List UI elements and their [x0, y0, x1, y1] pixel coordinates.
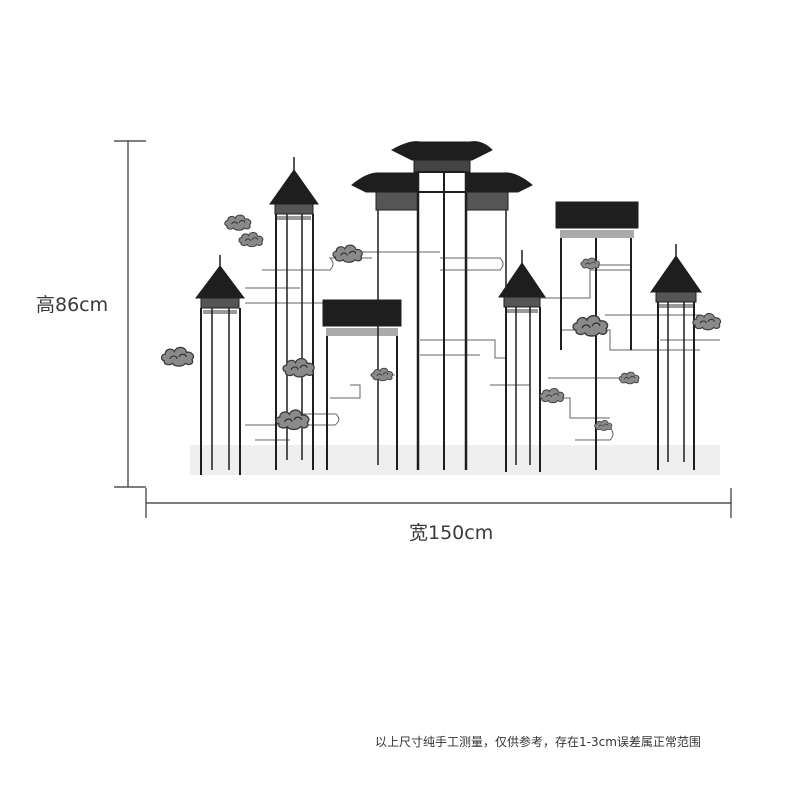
auspicious-cloud-icon — [224, 214, 252, 231]
pavilion-icon — [650, 244, 702, 470]
measurement-note: 以上尺寸纯手工测量，仅供参考，存在1-3cm误差属正常范围 — [375, 735, 701, 749]
archway-gate-icon — [351, 141, 533, 470]
auspicious-cloud-icon — [238, 232, 264, 248]
width-label: 宽150cm — [409, 522, 494, 544]
auspicious-cloud-icon — [275, 409, 310, 431]
auspicious-cloud-icon — [332, 244, 363, 263]
reflection-shadow — [190, 445, 720, 475]
height-dimension-line — [114, 140, 146, 488]
width-dimension-line — [145, 488, 732, 518]
pavilion-icon — [498, 250, 546, 472]
auspicious-cloud-icon — [618, 371, 640, 385]
auspicious-cloud-icon — [572, 314, 609, 337]
hall-icon — [322, 299, 402, 470]
hall-icon — [555, 201, 639, 470]
auspicious-cloud-icon — [160, 346, 195, 367]
auspicious-cloud-icon — [370, 367, 394, 382]
auspicious-cloud-icon — [539, 387, 565, 404]
auspicious-cloud-icon — [282, 357, 315, 378]
height-label: 高86cm — [36, 294, 109, 316]
connector-wires — [245, 251, 720, 441]
clouds — [160, 214, 722, 431]
pavilion-icon — [195, 255, 245, 475]
auspicious-cloud-icon — [594, 419, 613, 431]
auspicious-cloud-icon — [692, 312, 722, 331]
